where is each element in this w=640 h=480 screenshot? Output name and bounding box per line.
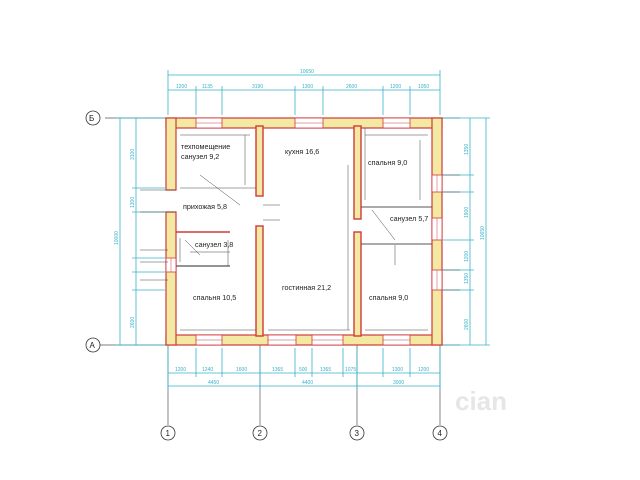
axis-label-2: 2 [258, 429, 263, 438]
dim-right-3: 1200 [464, 251, 470, 262]
dim-top-total: 10650 [300, 69, 314, 75]
dim-bottom-1: 1200 [175, 367, 186, 373]
room-bedroom-top-right: спальня 9,0 [368, 158, 407, 167]
dimension-left: 10000 3100 1300 2600 [114, 117, 165, 346]
axis-bubble-B: Б [85, 110, 101, 126]
dim-bottom-2: 1240 [202, 367, 213, 373]
dim-bottom-row2-1: 4450 [208, 380, 219, 386]
windows [165, 117, 443, 346]
dim-right-4: 1350 [464, 273, 470, 284]
room-hall: прихожая 5,8 [183, 202, 227, 211]
room-technical: техпомещение [181, 142, 230, 151]
watermark: cian [455, 386, 507, 416]
dim-right-2: 1900 [464, 207, 470, 218]
dim-right-total: 10650 [480, 226, 486, 240]
room-bedroom-bottom-right: спальня 9,0 [369, 293, 408, 302]
room-labels: техпомещение санузел 9,2 кухня 16,6 спал… [181, 142, 428, 302]
axis-bubble-A: А [85, 337, 101, 353]
dim-bottom-row2-3: 3000 [393, 380, 404, 386]
axis-label-A: А [90, 341, 96, 350]
construction-lines [140, 128, 460, 331]
room-bedroom-bottom-left: спальня 10,5 [193, 293, 236, 302]
dim-bottom-6: 1365 [320, 367, 331, 373]
dimension-bottom: 1200 1240 1600 1365 500 1365 1075 1300 1… [167, 348, 441, 390]
dim-top-2: 1135 [202, 84, 213, 90]
dim-bottom-8: 1300 [392, 367, 403, 373]
axis-label-B: Б [89, 114, 94, 123]
dim-bottom-9: 1200 [418, 367, 429, 373]
room-living: гостинная 21,2 [282, 283, 331, 292]
room-bath-small: санузел 3,8 [195, 240, 233, 249]
dim-right-5: 2600 [464, 319, 470, 330]
dim-top-6: 1200 [390, 84, 401, 90]
dimension-top: 10650 1200 1135 3190 1300 2600 1200 1050 [167, 69, 441, 115]
axis-label-3: 3 [355, 429, 360, 438]
axis-bubble-4: 4 [432, 425, 448, 441]
dimension-right: 1350 1900 1200 1350 2600 10650 [443, 117, 490, 346]
axis-bubble-2: 2 [252, 425, 268, 441]
dim-top-5: 2600 [346, 84, 357, 90]
axis-label-4: 4 [438, 429, 443, 438]
dim-bottom-7: 1075 [345, 367, 356, 373]
dim-bottom-3: 1600 [236, 367, 247, 373]
dim-top-1: 1200 [176, 84, 187, 90]
dim-bottom-row2-2: 4400 [302, 380, 313, 386]
room-kitchen: кухня 16,6 [285, 147, 319, 156]
dim-top-4: 1300 [302, 84, 313, 90]
axis-label-1: 1 [166, 429, 171, 438]
dim-left-total: 10000 [114, 231, 120, 245]
dim-top-7: 1050 [418, 84, 429, 90]
room-bath-right: санузел 5,7 [390, 214, 428, 223]
dim-bottom-5: 500 [299, 367, 308, 373]
dim-right-1: 1350 [464, 144, 470, 155]
room-bath-top: санузел 9,2 [181, 152, 219, 161]
interior-walls [176, 125, 432, 337]
axis-bubble-1: 1 [160, 425, 176, 441]
axis-bubble-3: 3 [349, 425, 365, 441]
dim-left-3: 2600 [130, 317, 136, 328]
dim-top-3: 3190 [252, 84, 263, 90]
dim-left-1: 3100 [130, 149, 136, 160]
dim-left-2: 1300 [130, 197, 136, 208]
dim-bottom-4: 1365 [272, 367, 283, 373]
